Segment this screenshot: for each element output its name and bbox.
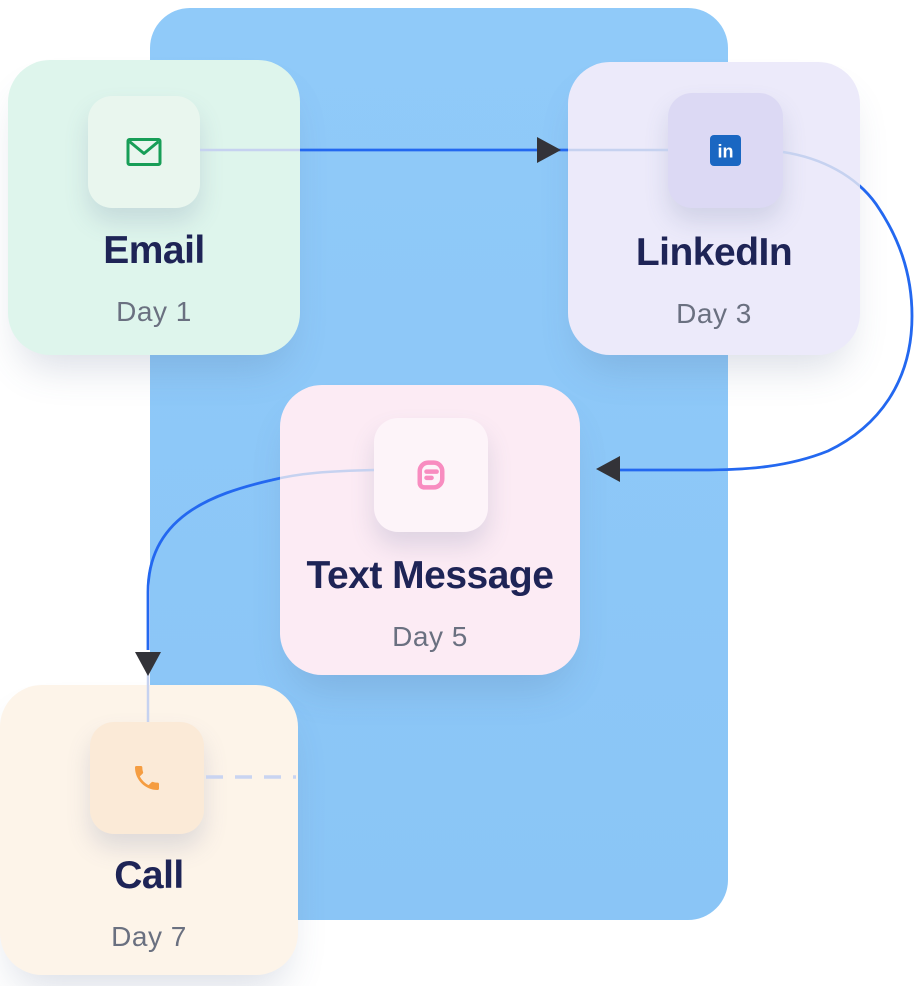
call-icon-tile (90, 722, 204, 834)
node-title-text-message: Text Message (306, 554, 554, 597)
node-day-linkedin: Day 3 (676, 298, 752, 329)
node-text-message: Text Message Day 5 (280, 385, 580, 675)
linkedin-icon: in (710, 135, 741, 166)
envelope-icon (126, 138, 162, 166)
linkedin-icon-tile: in (668, 93, 783, 208)
linkedin-logo-text: in (718, 142, 734, 162)
node-day-text-message: Day 5 (392, 621, 468, 652)
text-message-icon-tile (374, 418, 488, 532)
phone-icon (135, 766, 159, 790)
node-call: Call Day 7 (0, 685, 298, 975)
node-email: Email Day 1 (8, 60, 300, 355)
node-linkedin: in LinkedIn Day 3 (568, 62, 860, 355)
message-icon (417, 460, 445, 490)
node-day-call: Day 7 (111, 921, 187, 952)
node-title-linkedin: LinkedIn (635, 231, 793, 274)
node-title-call: Call (114, 854, 184, 897)
node-title-email: Email (103, 229, 205, 272)
node-day-email: Day 1 (116, 296, 192, 327)
email-icon-tile (88, 96, 200, 208)
